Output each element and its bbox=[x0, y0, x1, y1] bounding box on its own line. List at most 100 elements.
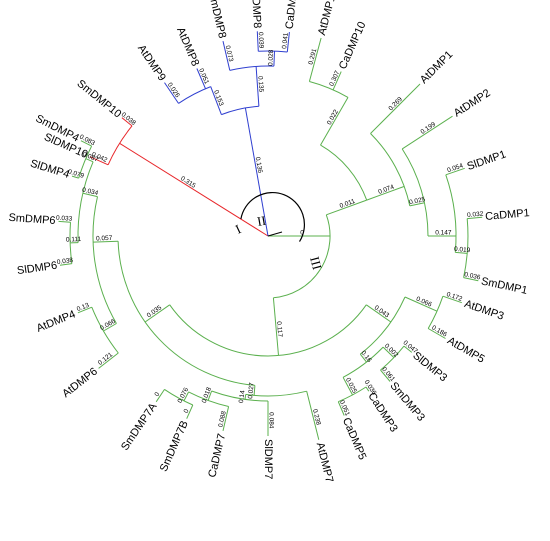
leaf-SlDMP8: SlDMP8 bbox=[249, 0, 263, 29]
branch-SlDMP10 bbox=[89, 156, 109, 166]
branch-length-AtDMP8: 0.051 bbox=[197, 68, 210, 86]
branch-at89 bbox=[210, 86, 222, 115]
branch-length-d467: 0.035 bbox=[146, 304, 164, 319]
branch-length-CaDMP7: 0.088 bbox=[217, 410, 228, 428]
branch-length-g3l: 0.117 bbox=[275, 321, 283, 338]
root-stub bbox=[267, 231, 283, 237]
branch-length-AtDMP5: 0.186 bbox=[430, 324, 448, 338]
branch-arc-g3l bbox=[169, 304, 367, 357]
branch-length-ca35: 0.025 bbox=[344, 377, 358, 395]
branch-length-SlDMP7: 0.084 bbox=[268, 412, 275, 429]
branch-CaDMP1 bbox=[467, 216, 483, 220]
branch-SmDMP4 bbox=[80, 140, 92, 147]
branch-d35 bbox=[366, 304, 392, 323]
branch-at46 bbox=[103, 323, 117, 332]
branch-length-AtDMP6: 0.121 bbox=[97, 351, 114, 367]
branch-d1i bbox=[409, 202, 425, 207]
leaf-CaDMP1: CaDMP1 bbox=[485, 207, 531, 223]
branch-length-slca7: 0.14 bbox=[238, 390, 247, 404]
branch-d10 bbox=[320, 97, 349, 146]
branch-at35 bbox=[404, 296, 438, 312]
leaf-SmDMP7A: SmDMP7A bbox=[119, 400, 160, 452]
branch-length-d46: 0.057 bbox=[96, 235, 113, 243]
leaf-CaDMP8: CaDMP8 bbox=[284, 0, 301, 30]
branch-arc-d1i bbox=[401, 148, 429, 237]
branch-length-d35: 0.043 bbox=[373, 304, 391, 319]
branch-AtDMP5 bbox=[427, 328, 446, 339]
branch-length-sm7: 0.076 bbox=[177, 386, 191, 404]
branch-AtDMP9 bbox=[164, 82, 179, 104]
branch-SmDMP7B bbox=[186, 404, 194, 419]
leaf-CaDMP10: CaDMP10 bbox=[337, 20, 369, 71]
branch-length-d1i: 0.025 bbox=[409, 196, 427, 206]
branch-length-labels: 00.3150.1360.0110.1170.0220.0740.2910.30… bbox=[56, 32, 484, 429]
branch-AtDMP6 bbox=[98, 352, 119, 369]
branch-length-sol6: 0.111 bbox=[66, 236, 82, 244]
group-labels: I II III bbox=[233, 213, 325, 272]
branch-length-g2: 0.136 bbox=[254, 156, 264, 174]
branch-arc-ca7 bbox=[188, 391, 229, 407]
branch-SmDMP7A bbox=[155, 389, 165, 403]
branch-arc-sol8 bbox=[229, 65, 274, 71]
branch-length-at35: 0.066 bbox=[415, 296, 433, 309]
leaf-SmDMP8: SmDMP8 bbox=[206, 0, 228, 40]
branch-arc-at89 bbox=[178, 86, 211, 104]
branch-ca7 bbox=[207, 390, 213, 401]
branch-length-sol3: 0.16 bbox=[359, 350, 373, 365]
branch-arc-scs bbox=[445, 174, 457, 253]
leaf-SmDMP6: SmDMP6 bbox=[8, 212, 56, 227]
branch-d1 bbox=[366, 185, 405, 201]
branch-length-d7: 0.027 bbox=[247, 382, 255, 399]
branch-length-at89: 0.153 bbox=[212, 89, 225, 107]
branch-SlDMP6 bbox=[59, 263, 72, 266]
branch-arc-g3 bbox=[273, 214, 331, 299]
group-label-I: I bbox=[233, 221, 243, 236]
branch-length-g3u: 0.011 bbox=[339, 198, 357, 210]
branch-length-sol46: 0.034 bbox=[81, 187, 99, 198]
leaf-AtDMP5: AtDMP5 bbox=[445, 335, 486, 366]
leaf-SlDMP1: SlDMP1 bbox=[466, 148, 508, 172]
branch-g2 bbox=[244, 107, 269, 237]
root-arc bbox=[240, 192, 306, 242]
leaf-SmDMP7B: SmDMP7B bbox=[158, 419, 191, 474]
leaf-CaDMP7: CaDMP7 bbox=[206, 432, 228, 478]
branch-length-sol8: 0.135 bbox=[256, 76, 264, 93]
branch-d46 bbox=[93, 240, 119, 243]
branch-AtDMP1 bbox=[370, 83, 421, 134]
branch-length-CaDMP1: 0.032 bbox=[467, 211, 484, 219]
leaf-AtDMP3: AtDMP3 bbox=[463, 298, 506, 323]
branch-SlDMP8 bbox=[256, 31, 259, 52]
branch-SmDMP6 bbox=[58, 220, 71, 223]
branch-length-scsi: 0.019 bbox=[454, 246, 471, 254]
branch-arc-g2 bbox=[221, 105, 259, 116]
branch-arc-g1 bbox=[107, 125, 133, 166]
branch-length-SlDMP6: 0.038 bbox=[56, 257, 73, 266]
branch-CaDMP8 bbox=[286, 32, 290, 53]
leaf-AtDMP9: AtDMP9 bbox=[135, 43, 168, 84]
tree-branches bbox=[58, 31, 483, 440]
branch-AtDMP10 bbox=[308, 37, 322, 82]
branch-length-CaDMP10: 0.307 bbox=[328, 69, 341, 87]
branch-slsm3 bbox=[382, 346, 395, 358]
branch-SmDMP10 bbox=[121, 117, 133, 127]
leaf-AtDMP2: AtDMP2 bbox=[452, 87, 493, 119]
branch-arc-d7 bbox=[245, 390, 307, 397]
branch-arc-d1 bbox=[370, 133, 411, 207]
branch-CaDMP10 bbox=[332, 71, 342, 91]
branch-length-SmDMP3: 0.061 bbox=[380, 366, 396, 383]
branch-length-SlDMP1: 0.054 bbox=[446, 162, 464, 174]
branch-arc-sol3 bbox=[342, 346, 384, 378]
branch-SmDMP1 bbox=[463, 277, 479, 282]
branch-length-AtDMP1: 0.269 bbox=[387, 96, 404, 113]
leaf-AtDMP7: AtDMP7 bbox=[314, 441, 336, 484]
branch-AtDMP2 bbox=[401, 115, 453, 150]
branch-SlDMP1 bbox=[445, 167, 465, 176]
branch-length-AtDMP7: 0.238 bbox=[311, 408, 322, 426]
leaf-AtDMP1: AtDMP1 bbox=[418, 49, 455, 86]
leaf-SmDMP10: SmDMP10 bbox=[74, 78, 123, 121]
branch-SmDMP3 bbox=[380, 369, 391, 382]
branch-AtDMP4 bbox=[77, 306, 92, 314]
branch-length-AtDMP3: 0.172 bbox=[445, 291, 463, 303]
branch-g1 bbox=[119, 142, 269, 237]
